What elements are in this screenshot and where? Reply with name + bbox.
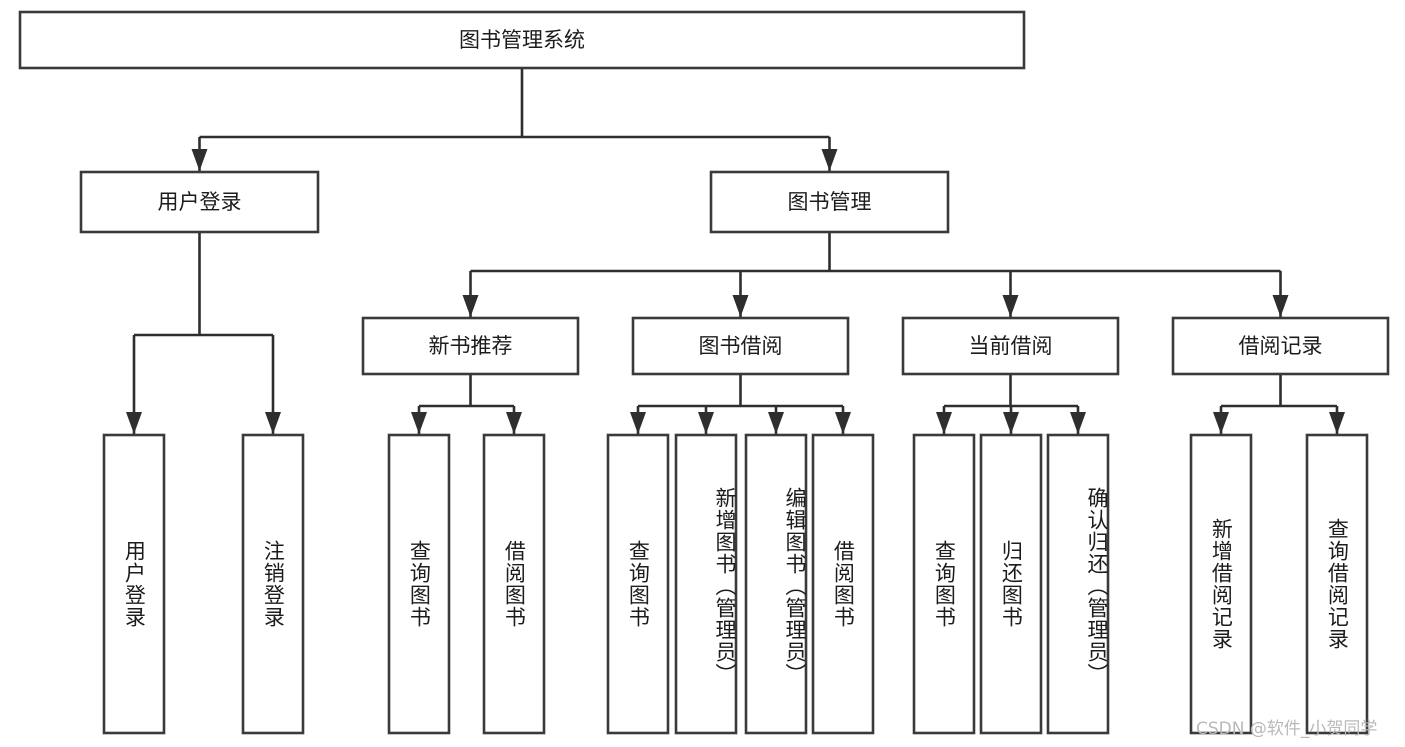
connector-arrowhead — [835, 412, 851, 434]
connector-arrowhead — [1003, 412, 1019, 434]
node-box-leaf-query-record[interactable] — [1305, 433, 1369, 735]
node-box-new-book-rec[interactable] — [361, 316, 580, 376]
node-label-borrow-record: 借阅记录 — [1239, 334, 1323, 358]
node-box-book-manage[interactable] — [709, 170, 950, 234]
connector-arrowhead — [191, 149, 208, 171]
node-label-new-book-rec: 新书推荐 — [429, 334, 513, 358]
connector-arrowhead — [506, 412, 522, 434]
connector-arrowhead — [1272, 295, 1289, 317]
node-box-leaf-query-book-1[interactable] — [387, 433, 451, 735]
connector-arrowhead — [821, 149, 838, 171]
connector-arrowhead — [1070, 412, 1086, 434]
node-box-leaf-edit-book[interactable] — [744, 433, 808, 735]
node-box-leaf-query-book-3[interactable] — [912, 433, 976, 735]
csdn-watermark: CSDN @软件_小贺同学 — [1196, 719, 1378, 739]
node-box-leaf-add-record[interactable] — [1189, 433, 1253, 735]
node-box-borrow-record[interactable] — [1171, 316, 1390, 376]
node-box-current-borrow[interactable] — [901, 316, 1120, 376]
node-box-leaf-confirm-return[interactable] — [1046, 433, 1110, 735]
connector-arrowhead — [630, 412, 646, 434]
node-label-root: 图书管理系统 — [459, 28, 585, 52]
node-label-current-borrow: 当前借阅 — [969, 334, 1053, 358]
connector-layer — [126, 68, 1345, 434]
node-box-leaf-query-book-2[interactable] — [606, 433, 670, 735]
node-box-leaf-user-logout[interactable] — [241, 433, 305, 735]
node-box-leaf-borrow-book-1[interactable] — [482, 433, 546, 735]
connector-arrowhead — [1329, 412, 1345, 434]
connector-arrowhead — [1213, 412, 1229, 434]
connector-arrowhead — [1002, 295, 1019, 317]
connector-arrowhead — [411, 412, 427, 434]
node-box-leaf-borrow-book-2[interactable] — [811, 433, 875, 735]
node-box-leaf-return-book[interactable] — [979, 433, 1043, 735]
connector-arrowhead — [126, 412, 142, 434]
connector-arrowhead — [732, 295, 749, 317]
connector-arrowhead — [698, 412, 714, 434]
node-label-book-borrow: 图书借阅 — [699, 334, 783, 358]
node-box-leaf-add-book[interactable] — [674, 433, 738, 735]
node-label-user-login: 用户登录 — [158, 190, 242, 214]
connector-arrowhead — [936, 412, 952, 434]
node-box-user-login[interactable] — [79, 170, 320, 234]
connector-arrowhead — [462, 295, 479, 317]
node-box-root[interactable] — [18, 10, 1026, 70]
node-box-book-borrow[interactable] — [631, 316, 850, 376]
connector-arrowhead — [265, 412, 281, 434]
node-box-leaf-user-login[interactable] — [102, 433, 166, 735]
box-layer — [18, 10, 1390, 735]
node-label-book-manage: 图书管理 — [788, 190, 872, 214]
connector-arrowhead — [768, 412, 784, 434]
